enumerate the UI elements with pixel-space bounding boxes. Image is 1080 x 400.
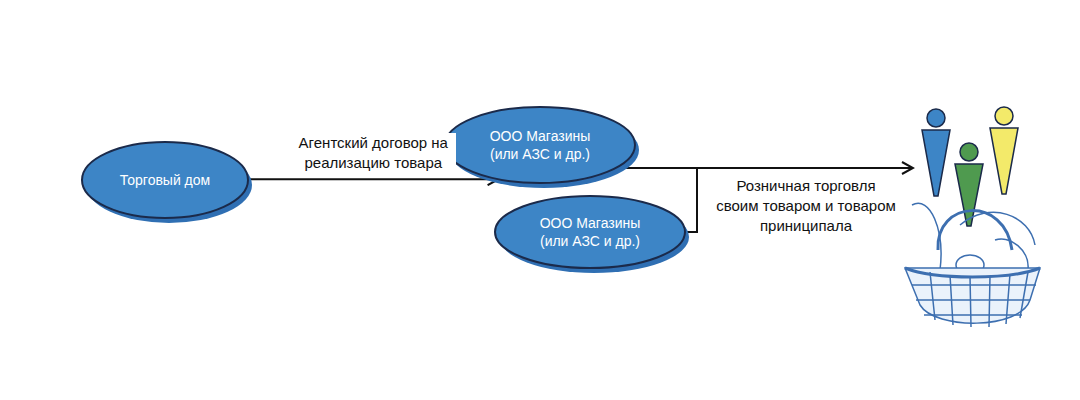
ellipse-node: ООО Магазины (или АЗС и др.): [493, 194, 687, 270]
ellipse-node: Торговый дом: [80, 140, 250, 220]
arrow-label: Розничная торговля своим товаром и товар…: [711, 176, 902, 236]
node-text: ООО Магазины (или АЗС и др.): [530, 214, 650, 250]
node-text: Торговый дом: [120, 171, 210, 189]
ellipse-node: ООО Магазины (или АЗС и др.): [443, 105, 637, 185]
customer-figures: [922, 107, 1018, 226]
edge-arrow: [248, 178, 499, 180]
ellipse-outline: [443, 105, 637, 185]
bread-basket: [905, 203, 1040, 327]
ellipse-outline: [493, 194, 687, 270]
edge-label: Агентский договор на реализацию товара: [290, 133, 456, 173]
node-text: ООО Магазины (или АЗС и др.): [480, 127, 600, 163]
